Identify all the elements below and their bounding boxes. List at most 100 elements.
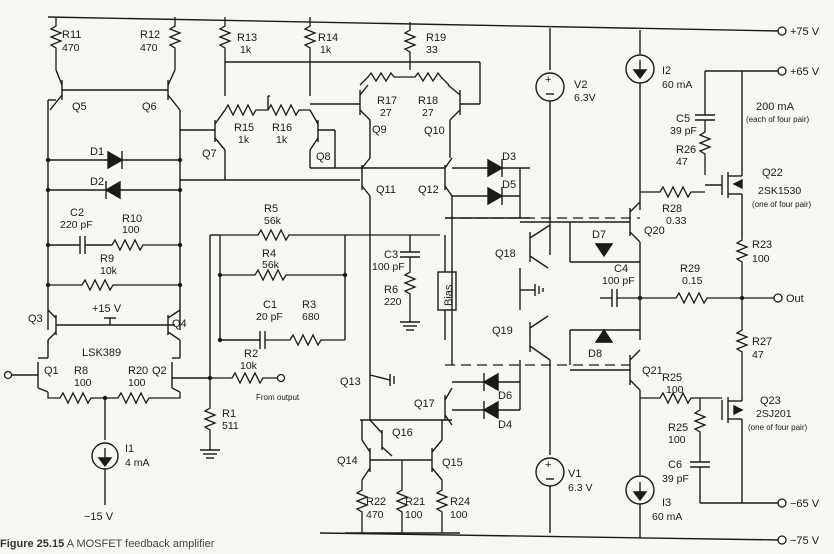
v2-value: 6.3V [574, 92, 596, 104]
r9-label: R9 [100, 253, 114, 265]
d3-label: D3 [502, 151, 516, 163]
d6-diode [452, 372, 520, 392]
r22-label: R21 [405, 496, 425, 508]
d4-diode [452, 400, 520, 420]
r24-value: 47 [676, 156, 688, 168]
q23-mosfet [721, 397, 744, 503]
r16-value: 1k [276, 134, 288, 146]
q22-note: (one of four pair) [752, 200, 811, 209]
i2-label: I2 [662, 65, 671, 77]
r15-value: 1k [238, 134, 250, 146]
r11-value: 470 [62, 42, 80, 54]
rail-pos65-label: +65 V [790, 66, 820, 78]
q16-transistor [369, 419, 393, 457]
each-pair-label: (each of four pair) [746, 115, 809, 124]
rail-pos75-label: +75 V [790, 26, 820, 38]
q19-label: Q19 [492, 325, 513, 337]
r4-label: R4 [262, 248, 276, 260]
c3-value: 100 pF [372, 261, 405, 273]
d5-label: D5 [502, 179, 516, 191]
i1-label: I1 [125, 443, 134, 455]
d4-label: D4 [498, 419, 512, 431]
q1-label: Q1 [44, 365, 59, 377]
q12-label: Q12 [418, 184, 439, 196]
caption-text: A MOSFET feedback amplifier [66, 538, 215, 550]
d5-diode [452, 186, 520, 206]
r22-value: 100 [405, 509, 423, 521]
svg-text:+: + [545, 74, 551, 86]
r12-value: 470 [140, 42, 158, 54]
q9-label: Q9 [372, 124, 387, 136]
c5-label: C5 [676, 113, 690, 125]
pos15-label: +15 V [92, 303, 122, 315]
c6-label: C6 [668, 459, 682, 471]
i3-value: 60 mA [652, 511, 682, 523]
r13-value: 1k [240, 44, 252, 56]
q7-transistor [180, 109, 226, 151]
q22-label: Q22 [762, 167, 783, 179]
q17-label: Q17 [414, 398, 435, 410]
d7-label: D7 [592, 229, 606, 241]
rail-neg65-label: −65 V [790, 498, 820, 510]
q22-part: 2SK1530 [758, 185, 801, 197]
r13-label: R13 [237, 32, 257, 44]
r10-value: 100 [122, 224, 140, 236]
c4-value: 100 pF [602, 275, 635, 287]
d1-label: D1 [90, 146, 104, 158]
r4-value: 56k [262, 259, 280, 271]
v1-label: V1 [568, 468, 581, 480]
q7-label: Q7 [202, 148, 217, 160]
power-rails: +75 V +65 V −65 V −75 V [47, 16, 820, 547]
current-200-label: 200 mA [756, 101, 795, 113]
q6-label: Q6 [142, 101, 157, 113]
r19-value: 33 [426, 44, 438, 56]
q15-label: Q15 [442, 457, 463, 469]
r14-label: R14 [318, 32, 338, 44]
lsk389-label: LSK389 [82, 347, 121, 359]
d8-label: D8 [588, 348, 602, 360]
q9-transistor [310, 84, 371, 121]
r29-value: 47 [752, 349, 764, 361]
q8-transistor [309, 109, 335, 151]
svg-text:+: + [545, 459, 551, 471]
q11-label: Q11 [376, 184, 396, 196]
r26-label: R28 [662, 203, 682, 215]
r20-value: 470 [366, 509, 384, 521]
r17-label: R17 [377, 95, 397, 107]
q10-label: Q10 [424, 125, 445, 137]
r14-value: 1k [320, 44, 332, 56]
r28-value: 100 [752, 253, 770, 265]
out-terminal [773, 293, 783, 303]
r5-value: 56k [264, 215, 282, 227]
r9-value: 10k [100, 265, 118, 277]
d2-label: D2 [90, 176, 104, 188]
r20-label: R22 [366, 496, 386, 508]
r7-value: 100 [74, 377, 92, 389]
q5-label: Q5 [72, 101, 87, 113]
c2-value: 220 pF [60, 219, 93, 231]
r26-value: 0.33 [666, 215, 687, 227]
q19-transistor [529, 315, 551, 361]
out-label: Out [786, 293, 804, 305]
r6-label: R6 [384, 284, 398, 296]
caption-figure-number: Figure 25.15 [0, 538, 65, 550]
q23-part: 2SJ201 [756, 408, 792, 420]
q2-label: Q2 [152, 365, 167, 377]
c5-value: 39 pF [670, 125, 697, 137]
r7-label: R8 [74, 365, 88, 377]
r25-value: 100 [668, 434, 686, 446]
q20-label: Q20 [644, 225, 665, 237]
q20-transistor [520, 201, 641, 243]
q17-transistor [444, 387, 453, 426]
q18-label: Q18 [495, 248, 516, 260]
r3-label: R3 [302, 299, 316, 311]
q3-label: Q3 [28, 313, 43, 325]
r18-label: R18 [418, 95, 438, 107]
q5-transistor [49, 69, 110, 111]
q13-transistor [369, 370, 395, 390]
r2-label: R2 [244, 348, 258, 360]
c6-value: 39 pF [662, 473, 689, 485]
r21-label: R24 [450, 496, 470, 508]
d3-diode [452, 158, 530, 178]
